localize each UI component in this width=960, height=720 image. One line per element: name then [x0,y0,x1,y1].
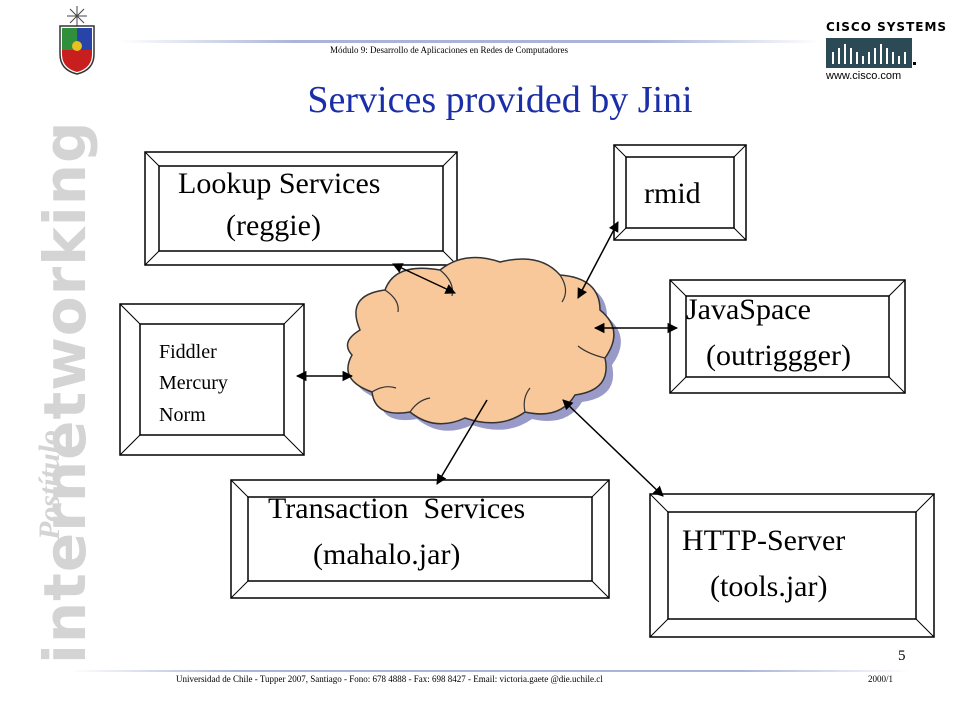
fiddler-label-2: Mercury [159,372,228,394]
arrow-transaction [436,399,488,485]
rmid-frame [613,144,747,241]
university-crest-logo [59,6,95,75]
javaspace-label-2: (outriggger) [706,339,851,372]
header-rule [120,40,820,43]
arrow-rmid [577,221,619,299]
lookup-services-frame [144,151,458,266]
javaspace-label-1: JavaSpace [686,293,811,326]
rmid-label: rmid [644,177,701,210]
arrow-http [562,399,664,497]
cisco-url: www.cisco.com [826,70,902,82]
javaspace-frame [669,279,906,394]
fiddler-label-1: Fiddler [159,341,217,363]
network-cloud [346,256,621,431]
cisco-bridge-icon [826,38,916,68]
cisco-logo-text: CISCO SYSTEMS [826,20,948,34]
lookup-label-1: Lookup Services [178,167,381,200]
slide-title: Services provided by Jini [0,78,960,122]
http-label-2: (tools.jar) [710,570,828,603]
page-number: 5 [898,648,906,664]
footer-contact: Universidad de Chile - Tupper 2007, Sant… [176,674,603,684]
fiddler-label-3: Norm [159,404,206,426]
transaction-frame [230,479,610,599]
header-module-text: Módulo 9: Desarrollo de Aplicaciones en … [330,45,568,55]
footer-term: 2000/1 [868,674,894,684]
http-label-1: HTTP-Server [682,524,846,557]
arrow-lookup [392,263,456,294]
lookup-label-2: (reggie) [226,209,321,242]
footer-rule [70,670,910,672]
transaction-label-2: (mahalo.jar) [313,538,461,571]
slide-title-text: Services provided by Jini [307,79,693,121]
fiddler-frame [119,303,305,456]
http-server-frame [649,493,935,638]
transaction-label-1: Transaction Services [268,492,526,525]
